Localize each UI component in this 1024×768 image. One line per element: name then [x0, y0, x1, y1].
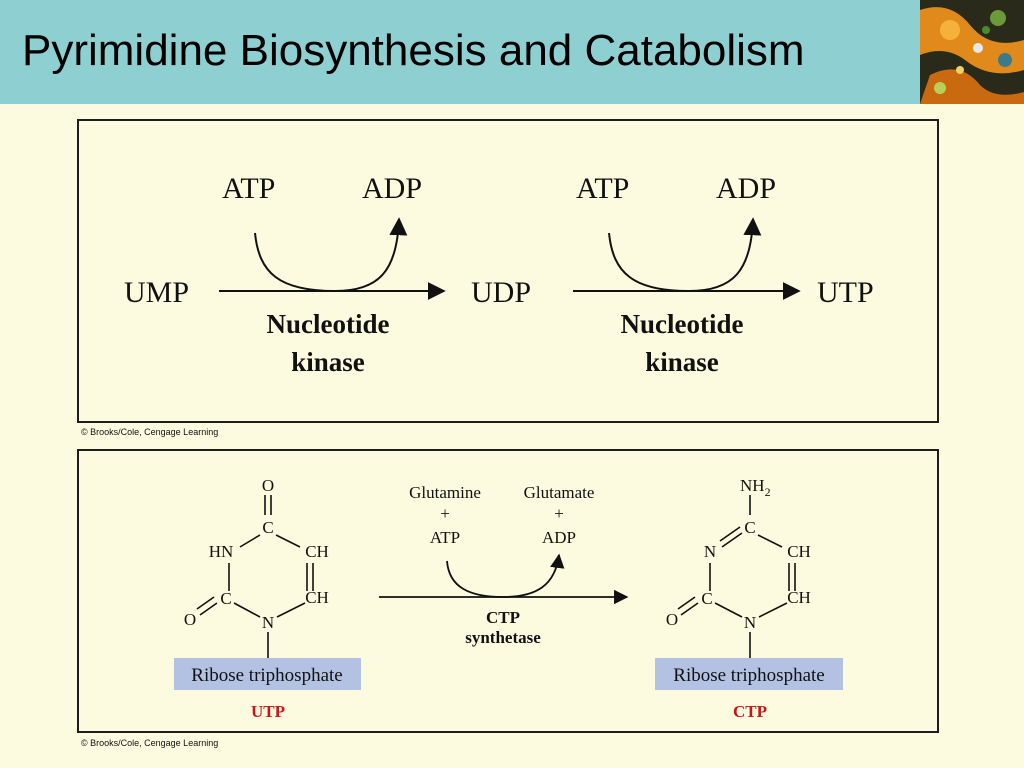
utp-ribose-box [174, 658, 361, 690]
enzyme-label-1b: kinase [291, 347, 365, 377]
utp-atom-hn: HN [209, 542, 234, 561]
utp-atom-ch5: CH [305, 542, 329, 561]
ctp-synthetase-panel: O C HN CH C CH O N Ribose triphosphate U… [77, 449, 939, 733]
cofactor-arc-1 [254, 217, 408, 293]
ctp-atom-n1: N [744, 613, 756, 632]
ctp-synthetase-label-a: CTP [486, 608, 520, 627]
credit-line-2: © Brooks/Cole, Cengage Learning [81, 738, 219, 748]
glutamine-label: Glutamine [409, 483, 481, 502]
utp-ribose-label: Ribose triphosphate [191, 665, 342, 686]
cofactor-arc-2 [608, 217, 762, 293]
atp-label-2: ATP [576, 172, 629, 205]
adp-label-1: ADP [362, 172, 422, 205]
slide-title: Pyrimidine Biosynthesis and Catabolism [22, 26, 805, 75]
utp-atom-c4: C [262, 518, 273, 537]
ctp-atom-nh2: NH [740, 476, 765, 495]
atp-label-3: ATP [430, 528, 460, 547]
glutamate-label: Glutamate [524, 483, 595, 502]
adp-label-3: ADP [542, 528, 576, 547]
kinase-panel: UMP ATP ADP Nucleotide kinase UDP ATP AD… [77, 119, 939, 423]
ctp-atom-ch6: CH [787, 588, 811, 607]
udp-label: UDP [471, 276, 531, 309]
svg-text:NH2: NH2 [740, 476, 771, 499]
utp-structure: O C HN CH C CH O N Ribose triphosphate U… [174, 476, 361, 721]
kinase-diagram: UMP ATP ADP Nucleotide kinase UDP ATP AD… [124, 172, 874, 377]
plus-right: + [554, 504, 564, 523]
ctp-structure: NH2 C N CH C CH O N Ribose triphosphate … [655, 476, 843, 721]
ctp-synthetase-diagram: O C HN CH C CH O N Ribose triphosphate U… [174, 476, 843, 721]
ctp-atom-ch5: CH [787, 542, 811, 561]
enzyme-label-2a: Nucleotide [621, 309, 744, 339]
ump-label: UMP [124, 276, 189, 309]
slide-header [0, 0, 1024, 104]
enzyme-label-2b: kinase [645, 347, 719, 377]
ctp-ribose-box [655, 658, 843, 690]
plus-left: + [440, 504, 450, 523]
utp-atom-n1: N [262, 613, 274, 632]
ctp-ribose-label: Ribose triphosphate [673, 665, 824, 686]
utp-atom-c2: C [220, 589, 231, 608]
utp-atom-o-left: O [184, 610, 196, 629]
adp-label-2: ADP [716, 172, 776, 205]
ctp-synthetase-label-b: synthetase [465, 628, 541, 647]
ctp-atom-n3: N [704, 542, 716, 561]
utp-atom-ch6: CH [305, 588, 329, 607]
ctp-atom-o-left: O [666, 610, 678, 629]
ctp-atom-c2: C [701, 589, 712, 608]
enzyme-label-1a: Nucleotide [267, 309, 390, 339]
ctp-name-label: CTP [733, 702, 767, 721]
ctp-atom-c4: C [744, 518, 755, 537]
ctp-atom-nh2-sub: 2 [765, 485, 771, 499]
atp-label-1: ATP [222, 172, 275, 205]
cofactor-arc-3 [446, 553, 565, 598]
utp-name-label: UTP [251, 702, 285, 721]
credit-line-1: © Brooks/Cole, Cengage Learning [81, 427, 219, 437]
utp-label: UTP [817, 276, 874, 309]
utp-atom-o-top: O [262, 476, 274, 495]
molecule-thumbnail [920, 0, 1024, 104]
